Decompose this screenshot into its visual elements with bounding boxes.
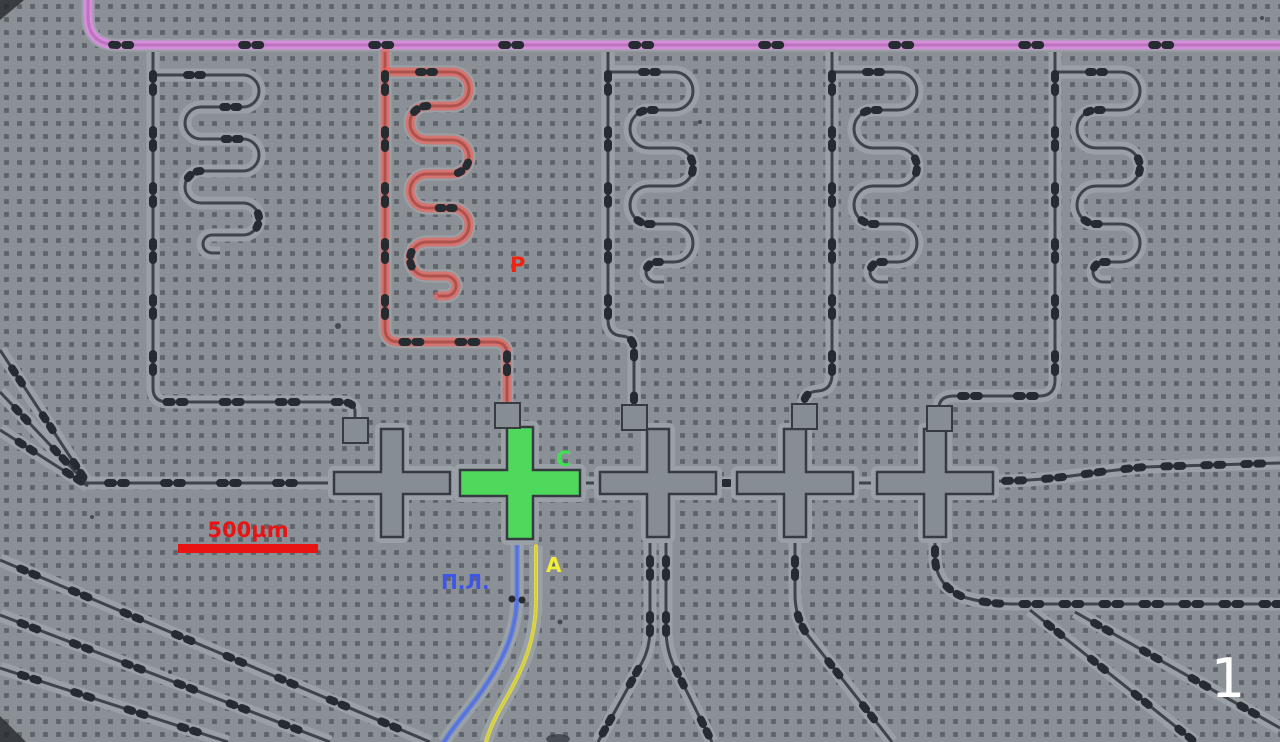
antenna-bridge <box>518 596 526 604</box>
junction-pads <box>342 402 953 444</box>
junction-pad-2 <box>494 402 521 429</box>
label-qubit-C: C <box>556 447 571 471</box>
label-flux-line: П.Л. <box>441 570 490 594</box>
junction-pad-1 <box>342 417 369 444</box>
junction-pad-5 <box>926 405 953 432</box>
chip-edge-corner-tl <box>0 0 24 20</box>
flux-line-bridge <box>508 595 516 603</box>
figure-number: 1 <box>1211 647 1245 710</box>
label-resonator-P: P <box>510 253 525 277</box>
annotation-labels: P C П.Л. A <box>441 253 571 594</box>
label-antenna-A: A <box>546 553 562 577</box>
bottom-edge-blob <box>546 734 570 742</box>
junction-pad-3 <box>621 404 648 431</box>
scale-bar: 500µm <box>178 518 318 553</box>
scale-bar-label: 500µm <box>207 518 288 542</box>
junction-pad-4 <box>791 403 818 430</box>
chip-edge-corner-bl <box>0 716 26 742</box>
scale-bar-rule <box>178 544 318 553</box>
